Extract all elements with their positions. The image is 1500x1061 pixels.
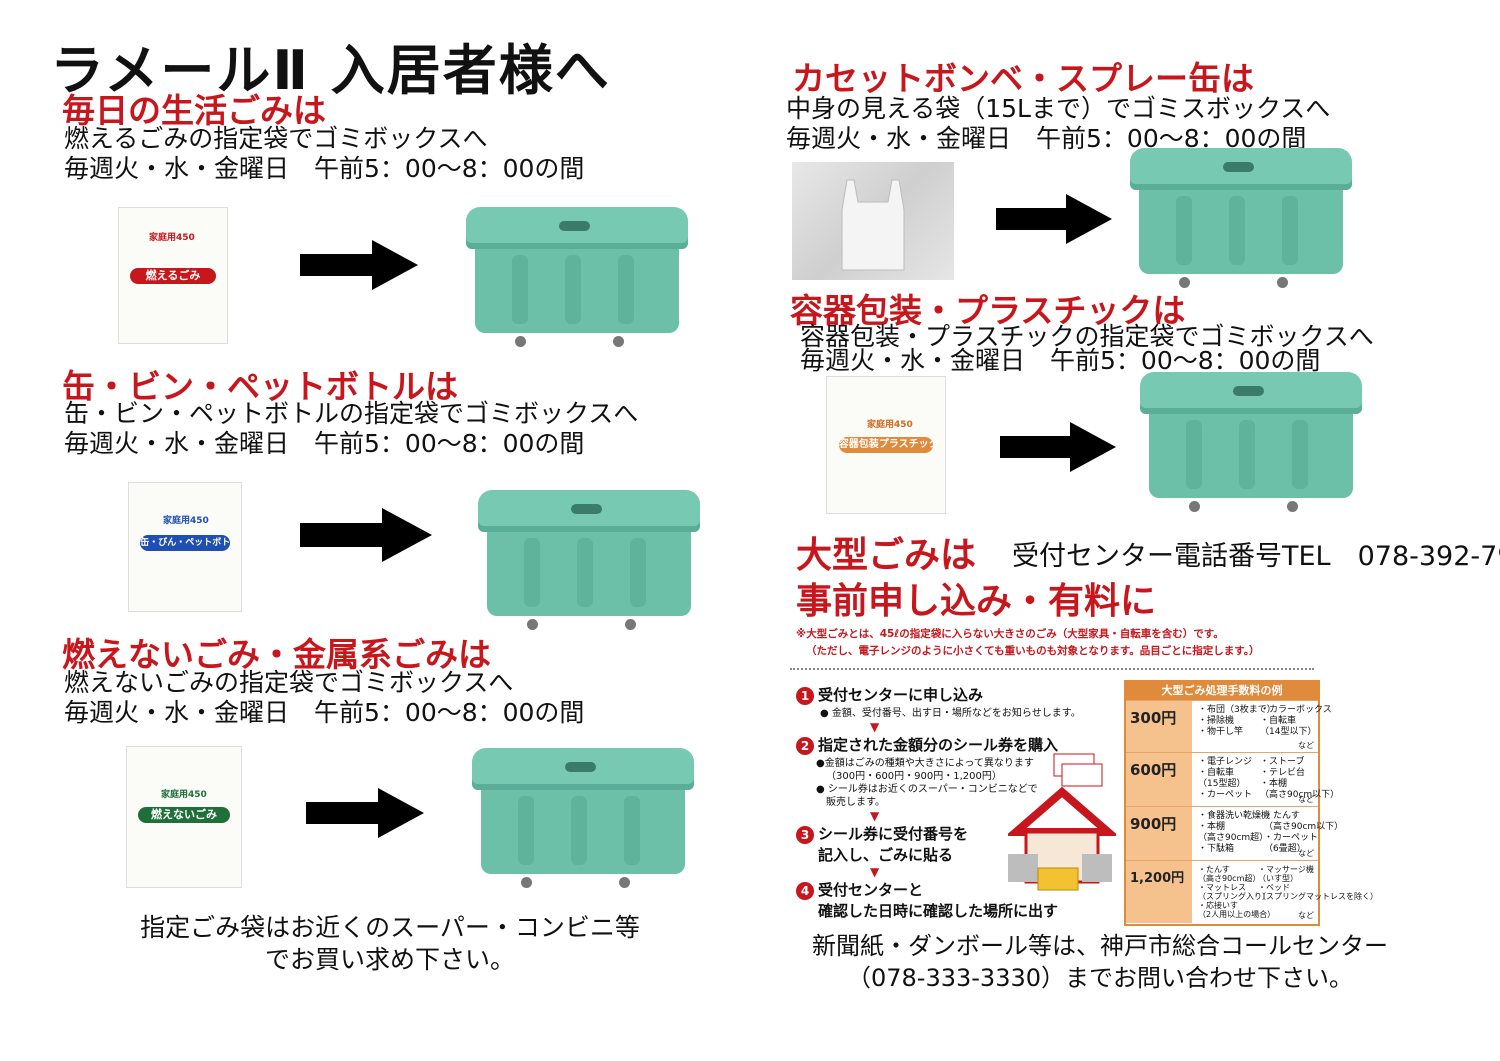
fee-items: ・たんす （高さ90cm超） ・マットレス （スプリング入り） ・応接いす （2… bbox=[1198, 865, 1276, 919]
step-2-detail: ● シール券はお近くのスーパー・コンビニなどで bbox=[816, 784, 1038, 795]
page-title: ラメールⅡ 入居者様へ bbox=[50, 39, 611, 102]
arrow-right-icon bbox=[300, 508, 432, 562]
daily-line1: 燃えるごみの指定袋でゴミボックスへ bbox=[64, 124, 488, 153]
seal-tickets-icon bbox=[1053, 753, 1103, 787]
newspaper-note-line2: （078-333-3330）までお問い合わせ下さい。 bbox=[846, 964, 1353, 992]
fee-items: ・布団（3枚まで） ・掃除機 ・物干し竿 bbox=[1198, 705, 1276, 737]
arrow-right-icon bbox=[300, 240, 418, 290]
oversize-tel: 受付センター電話番号TEL 078-392-7953 bbox=[1012, 541, 1500, 572]
step-2-detail: （300円・600円・900円・1,200円） bbox=[826, 771, 1002, 782]
daily-heading: 毎日の生活ごみは bbox=[62, 91, 326, 130]
arrow-right-icon bbox=[1000, 422, 1116, 472]
step-1-detail: ● 金額、受付番号、出す日・場所などをお知らせします。 bbox=[820, 708, 1081, 719]
fee-table: 大型ごみ処理手数料の例 300円 ・布団（3枚まで） ・掃除機 ・物干し竿 ・カ… bbox=[1124, 680, 1378, 926]
cans-heading: 缶・ビン・ペットボトルは bbox=[62, 367, 458, 406]
bag-brand: 家庭用450 bbox=[149, 233, 195, 243]
fee-price: 600円 bbox=[1130, 761, 1177, 779]
bag-purchase-note-line2: でお買い求め下さい。 bbox=[264, 945, 515, 974]
fee-items: ・カラーボックス ・自転車 （14型以下） bbox=[1260, 705, 1332, 737]
nonburn-heading: 燃えないごみ・金属系ごみは bbox=[62, 635, 491, 674]
fee-etc: など bbox=[1298, 795, 1314, 804]
oversize-definition-note-2: （ただし、電子レンジのように小さくても重いものも対象となります。品目ごとに指定し… bbox=[806, 645, 1260, 657]
bag-label: 燃えるごみ bbox=[129, 268, 217, 284]
garbage-box-image bbox=[1140, 372, 1362, 512]
fee-table-title: 大型ごみ処理手数料の例 bbox=[1126, 682, 1318, 700]
step-2-detail: ●金額はごみの種類や大きさによって異なります bbox=[816, 758, 1034, 769]
bag-brand: 家庭用450 bbox=[867, 420, 913, 430]
fee-row: 600円 ・電子レンジ ・自転車 （15型超） ・カーペット ・ストーブ ・テレ… bbox=[1126, 752, 1339, 807]
fee-row: 300円 ・布団（3枚まで） ・掃除機 ・物干し竿 ・カラーボックス ・自転車 … bbox=[1126, 700, 1332, 753]
packaging-heading: 容器包装・プラスチックは bbox=[790, 291, 1186, 330]
fee-etc: など bbox=[1298, 849, 1314, 858]
plastic-packaging-bag-image: 家庭用450 容器包装プラスチック bbox=[826, 376, 946, 514]
oversize-heading: 大型ごみは bbox=[796, 535, 977, 576]
cans-line1: 缶・ビン・ペットボトルの指定袋でゴミボックスへ bbox=[64, 399, 639, 428]
newspaper-note-line1: 新聞紙・ダンボール等は、神戸市総合コールセンター bbox=[812, 932, 1388, 960]
fee-items: ・たんす （高さ90cm以下） ・カーペット （6畳超） bbox=[1264, 811, 1344, 854]
down-arrow-icon: ▼ bbox=[870, 865, 880, 879]
down-arrow-icon: ▼ bbox=[870, 809, 880, 823]
down-arrow-icon: ▼ bbox=[870, 720, 880, 734]
burnable-bag-image: 家庭用450 燃えるごみ bbox=[118, 207, 228, 344]
fee-price: 300円 bbox=[1130, 709, 1177, 727]
arrow-right-icon bbox=[306, 788, 424, 838]
oversize-heading-2: 事前申し込み・有料に bbox=[796, 581, 1157, 622]
daily-line2: 毎週火・水・金曜日 午前5：00～8：00の間 bbox=[64, 154, 585, 183]
garbage-box-image bbox=[472, 748, 694, 888]
packaging-line2: 毎週火・水・金曜日 午前5：00～8：00の間 bbox=[800, 346, 1321, 375]
fee-items: ・食器洗い乾燥機 ・本棚 （高さ90cm超） ・下駄箱 bbox=[1198, 811, 1271, 854]
fee-etc: など bbox=[1298, 741, 1314, 750]
clear-plastic-bag-image bbox=[792, 162, 954, 280]
house-illustration-icon bbox=[1008, 786, 1116, 891]
bag-purchase-note-line1: 指定ごみ袋はお近くのスーパー・コンビニ等 bbox=[140, 913, 640, 942]
bag-label: 容器包装プラスチック bbox=[838, 437, 939, 453]
packaging-line1: 容器包装・プラスチックの指定袋でゴミボックスへ bbox=[800, 322, 1374, 351]
nonburn-line2: 毎週火・水・金曜日 午前5：00～8：00の間 bbox=[64, 698, 585, 727]
fee-price: 1,200円 bbox=[1130, 871, 1185, 886]
bag-label: 缶・びん・ペットボトル bbox=[140, 535, 239, 551]
step-3-line2: 記入し、ごみに貼る bbox=[818, 846, 954, 864]
plastic-bag-icon bbox=[841, 179, 905, 271]
bag-purchase-note: 指定ごみ袋はお近くのスーパー・コンビニ等 でお買い求め下さい。 bbox=[60, 912, 720, 976]
fee-etc: など bbox=[1298, 911, 1314, 920]
fee-items: ・電子レンジ ・自転車 （15型超） ・カーペット bbox=[1198, 757, 1253, 800]
fee-row: 1,200円 ・たんす （高さ90cm超） ・マットレス （スプリング入り） ・… bbox=[1126, 860, 1378, 923]
fee-items: ・ストーブ ・テレビ台 ・本棚 （高さ90cm以下） bbox=[1260, 757, 1340, 800]
fee-price: 900円 bbox=[1130, 815, 1177, 833]
step-4-line2: 確認した日時に確認した場所に出す bbox=[818, 902, 1059, 920]
nonburnable-bag-image: 家庭用450 燃えないごみ bbox=[126, 746, 242, 888]
garbage-box-image bbox=[1130, 148, 1352, 288]
bag-label: 燃えないごみ bbox=[138, 807, 230, 823]
oversize-definition-note: ※大型ごみとは、45ℓの指定袋に入らない大きさのごみ（大型家具・自転車を含む）で… bbox=[796, 628, 1224, 640]
cans-line2: 毎週火・水・金曜日 午前5：00～8：00の間 bbox=[64, 429, 585, 458]
garbage-box-image bbox=[478, 490, 700, 630]
newspaper-note: 新聞紙・ダンボール等は、神戸市総合コールセンター （078-333-3330）ま… bbox=[780, 930, 1420, 994]
cassette-line1: 中身の見える袋（15Lまで）でゴミスボックスへ bbox=[786, 94, 1331, 123]
cans-bag-image: 家庭用450 缶・びん・ペットボトル bbox=[128, 482, 242, 612]
nonburn-line1: 燃えないごみの指定袋でゴミボックスへ bbox=[64, 668, 514, 697]
divider bbox=[790, 668, 1314, 670]
arrow-right-icon bbox=[996, 194, 1112, 244]
step-2-detail: 販売します。 bbox=[826, 797, 885, 808]
cassette-heading: カセットボンベ・スプレー缶は bbox=[792, 59, 1254, 98]
garbage-box-image bbox=[466, 207, 688, 347]
bag-brand: 家庭用450 bbox=[163, 516, 209, 526]
bag-brand: 家庭用450 bbox=[161, 790, 207, 800]
fee-row: 900円 ・食器洗い乾燥機 ・本棚 （高さ90cm超） ・下駄箱 ・たんす （高… bbox=[1126, 806, 1343, 861]
fee-items: ・マッサージ機 （いす型） ・ベッド （スプリングマットレスを除く） bbox=[1258, 865, 1378, 901]
